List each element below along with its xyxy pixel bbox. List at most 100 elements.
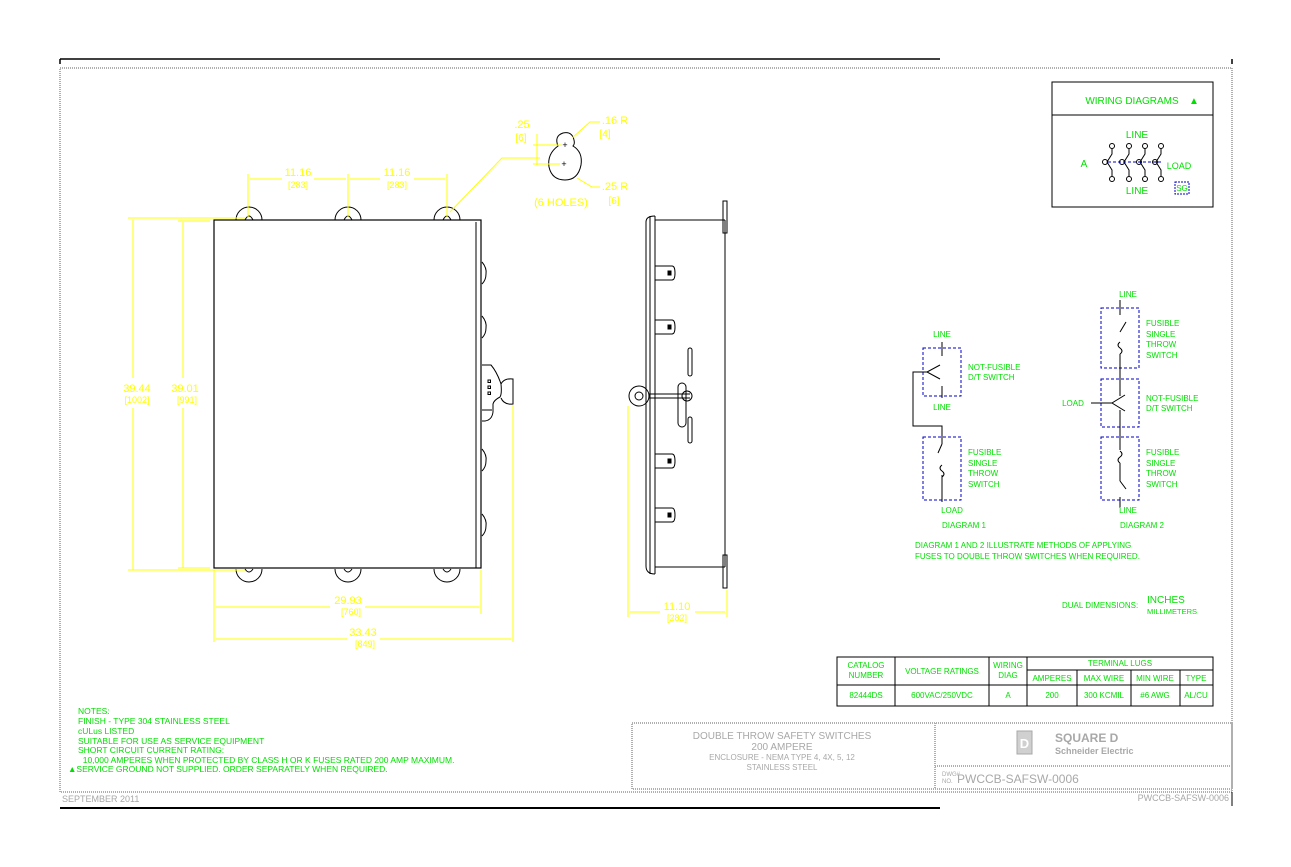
svg-text:SWITCH: SWITCH bbox=[968, 480, 1000, 489]
svg-text:NUMBER: NUMBER bbox=[849, 671, 884, 680]
dim-overall-width: 33.43 bbox=[349, 627, 377, 639]
front-dim-text: 11.16 [283] 11.16 [283] 39.44 [1002] 39.… bbox=[123, 167, 410, 649]
svg-text:AMPERES: AMPERES bbox=[1032, 674, 1071, 683]
dim-body-height: 39.01 bbox=[171, 383, 199, 395]
cell-min-wire: #6 AWG bbox=[1140, 691, 1170, 700]
diagram-2: LINE FUSIBLE SINGLE THROW SWITCH LOAD NO… bbox=[1062, 290, 1198, 530]
svg-text:SINGLE: SINGLE bbox=[1146, 330, 1175, 339]
wiring-diagrams-box: WIRING DIAGRAMS ▲ A LINE LINE LOAD SG bbox=[1051, 81, 1214, 208]
svg-text:MIN WIRE: MIN WIRE bbox=[1136, 674, 1174, 683]
title-line-1: DOUBLE THROW SAFETY SWITCHES bbox=[693, 731, 872, 742]
svg-text:VOLTAGE RATINGS: VOLTAGE RATINGS bbox=[905, 667, 979, 676]
svg-text:DIAG: DIAG bbox=[998, 671, 1018, 680]
svg-text:SWITCH: SWITCH bbox=[1146, 480, 1178, 489]
svg-text:+: + bbox=[562, 140, 567, 150]
cell-max-wire: 300 KCMIL bbox=[1084, 691, 1125, 700]
sheet-frame bbox=[59, 58, 1233, 809]
square-d-logo-icon: D bbox=[1020, 736, 1029, 751]
svg-text:[760]: [760] bbox=[341, 607, 361, 617]
svg-text:DUAL DIMENSIONS:: DUAL DIMENSIONS: bbox=[1062, 601, 1138, 610]
svg-text:INCHES: INCHES bbox=[1147, 595, 1185, 606]
svg-text:SUITABLE FOR USE AS SERVICE EQ: SUITABLE FOR USE AS SERVICE EQUIPMENT bbox=[78, 736, 264, 746]
sg-badge: SG bbox=[1176, 184, 1188, 193]
svg-text:THROW: THROW bbox=[1146, 469, 1177, 478]
footer-date: SEPTEMBER 2011 bbox=[62, 794, 139, 804]
diagram-note: DIAGRAM 1 AND 2 ILLUSTRATE METHODS OF AP… bbox=[915, 541, 1140, 561]
svg-text:D/T SWITCH: D/T SWITCH bbox=[1146, 404, 1193, 413]
cell-catalog: 82444DS bbox=[849, 691, 882, 700]
wiring-diagram-label: A bbox=[1081, 159, 1088, 170]
svg-text:cULus LISTED: cULus LISTED bbox=[78, 726, 134, 736]
keyhole-small-radius: .16 R bbox=[602, 115, 628, 127]
footer-ref: PWCCB-SAFSW-0006 bbox=[1138, 793, 1229, 803]
svg-text:SWITCH: SWITCH bbox=[1146, 351, 1178, 360]
svg-text:MAX WIRE: MAX WIRE bbox=[1084, 674, 1124, 683]
diagram-1: LINE NOT-FUSIBLE D/T SWITCH LINE FUSIBLE… bbox=[912, 330, 1020, 530]
dim-hole-spacing-2: 11.16 bbox=[384, 167, 411, 179]
svg-text:D/T SWITCH: D/T SWITCH bbox=[968, 373, 1015, 382]
dim-hole-spacing-1: 11.16 bbox=[285, 167, 312, 179]
front-view bbox=[213, 206, 514, 583]
svg-text:LOAD: LOAD bbox=[1167, 161, 1192, 171]
svg-text:[1002]: [1002] bbox=[124, 395, 149, 405]
spec-table: CATALOG NUMBER VOLTAGE RATINGS WIRING DI… bbox=[836, 656, 1214, 707]
svg-text:LOAD: LOAD bbox=[941, 506, 963, 515]
warning-marker-icon: ▲ bbox=[1189, 96, 1199, 107]
svg-text:[4]: [4] bbox=[599, 129, 610, 140]
keyhole-large-radius: .25 R bbox=[602, 181, 628, 193]
dim-side-depth: 11.10 bbox=[664, 601, 691, 613]
svg-text:FINISH - TYPE 304 STAINLESS ST: FINISH - TYPE 304 STAINLESS STEEL bbox=[78, 716, 230, 726]
svg-text:[283]: [283] bbox=[387, 180, 407, 190]
svg-text:[849]: [849] bbox=[355, 639, 375, 649]
diagram-1-caption: DIAGRAM 1 bbox=[942, 521, 987, 530]
svg-text:10,000 AMPERES WHEN PROTECTED: 10,000 AMPERES WHEN PROTECTED BY CLASS H… bbox=[78, 755, 454, 765]
cell-amperes: 200 bbox=[1045, 691, 1059, 700]
svg-text:FUSIBLE: FUSIBLE bbox=[968, 448, 1001, 457]
svg-text:LINE: LINE bbox=[1119, 506, 1137, 515]
side-dimensions bbox=[627, 406, 728, 617]
svg-text:[283]: [283] bbox=[288, 180, 308, 190]
svg-text:MILLIMETERS: MILLIMETERS bbox=[1147, 607, 1197, 616]
svg-text:LINE: LINE bbox=[1126, 186, 1149, 197]
svg-text:LINE: LINE bbox=[933, 403, 951, 412]
svg-text:[6]: [6] bbox=[515, 133, 526, 144]
svg-text:NOT-FUSIBLE: NOT-FUSIBLE bbox=[1146, 394, 1198, 403]
svg-text:[991]: [991] bbox=[177, 395, 197, 405]
svg-text:LOAD: LOAD bbox=[1062, 399, 1084, 408]
cell-type: AL/CU bbox=[1184, 691, 1208, 700]
svg-text:SINGLE: SINGLE bbox=[968, 459, 997, 468]
svg-text:CATALOG: CATALOG bbox=[847, 661, 884, 670]
svg-text:LINE: LINE bbox=[1119, 290, 1137, 299]
cell-wiring: A bbox=[1005, 691, 1011, 700]
keyhole-note: (6 HOLES) bbox=[534, 197, 588, 209]
svg-text:WIRING: WIRING bbox=[993, 661, 1023, 670]
brand-name: SQUARE D bbox=[1055, 731, 1119, 745]
front-dimensions bbox=[128, 157, 540, 642]
notes: NOTES: FINISH - TYPE 304 STAINLESS STEEL… bbox=[68, 706, 454, 774]
svg-text:THROW: THROW bbox=[1146, 340, 1177, 349]
title-block: DOUBLE THROW SAFETY SWITCHES 200 AMPERE … bbox=[631, 722, 1233, 790]
svg-text:TYPE: TYPE bbox=[1186, 674, 1207, 683]
svg-text:NO.: NO. bbox=[942, 779, 953, 785]
keyhole-offset: .25 bbox=[514, 119, 529, 131]
svg-text:SHORT CIRCUIT CURRENT RATING:: SHORT CIRCUIT CURRENT RATING: bbox=[78, 745, 224, 755]
dwg-number: PWCCB-SAFSW-0006 bbox=[957, 772, 1079, 786]
svg-text:LINE: LINE bbox=[933, 330, 951, 339]
diagram-2-caption: DIAGRAM 2 bbox=[1120, 521, 1165, 530]
dual-dimensions: DUAL DIMENSIONS: INCHES MILLIMETERS bbox=[1062, 595, 1197, 616]
svg-text:NOT-FUSIBLE: NOT-FUSIBLE bbox=[968, 363, 1020, 372]
svg-text:FUSIBLE: FUSIBLE bbox=[1146, 448, 1179, 457]
keyhole-detail: + + .25 [6] .16 R [4] .25 R [6] (6 HOLES… bbox=[514, 115, 628, 209]
dim-overall-height: 39.44 bbox=[123, 383, 151, 395]
title-line-3: ENCLOSURE - NEMA TYPE 4, 4X, 5, 12 bbox=[709, 753, 855, 762]
svg-text:▲SERVICE GROUND NOT SUPPLIED.: ▲SERVICE GROUND NOT SUPPLIED. ORDER SEPA… bbox=[68, 764, 388, 774]
wiring-diagrams-title: WIRING DIAGRAMS bbox=[1085, 96, 1179, 107]
side-view bbox=[628, 200, 728, 589]
svg-text:[6]: [6] bbox=[608, 196, 619, 207]
cell-voltage: 600VAC/250VDC bbox=[911, 691, 973, 700]
svg-text:[282]: [282] bbox=[667, 613, 687, 623]
svg-text:LINE: LINE bbox=[1126, 130, 1149, 141]
svg-text:+: + bbox=[561, 159, 566, 169]
svg-text:NOTES:: NOTES: bbox=[78, 706, 110, 716]
